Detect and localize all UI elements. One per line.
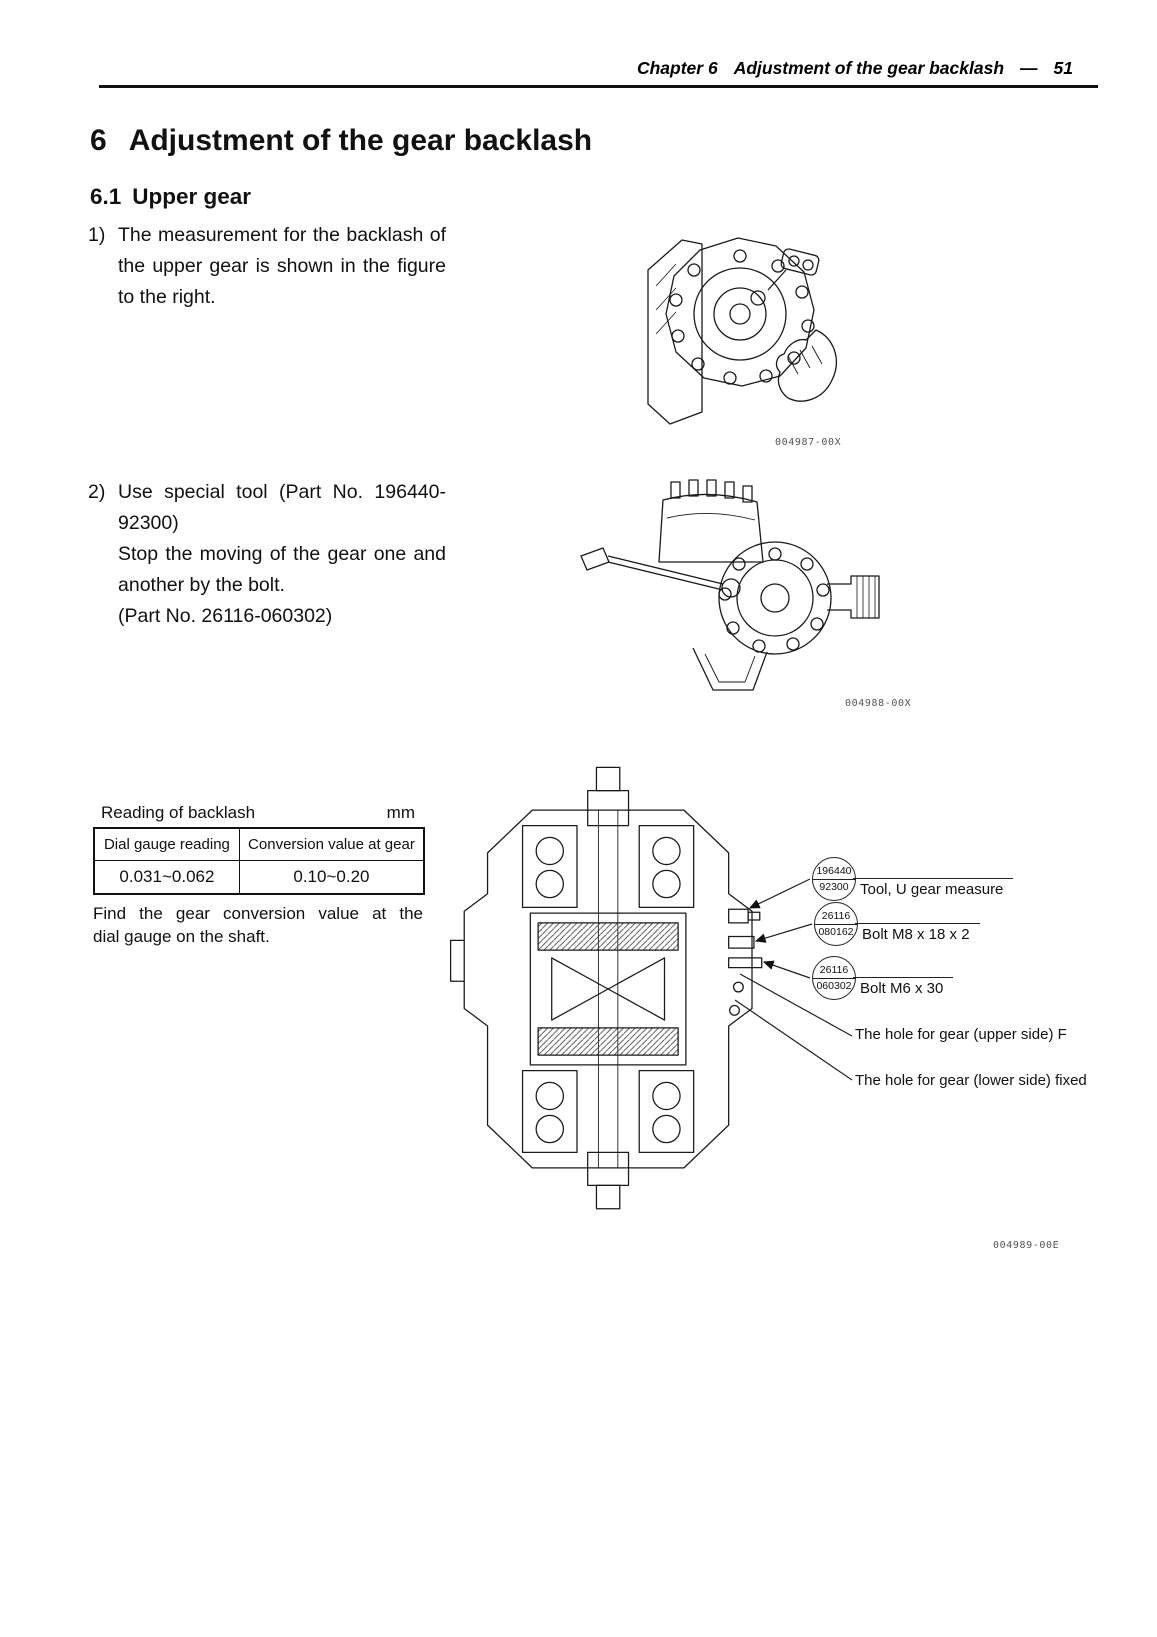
- callout-hole-lower-side: The hole for gear (lower side) fixed: [855, 1072, 1087, 1089]
- figure-2-code: 004988-00X: [845, 698, 912, 709]
- step-2: 2) Use special tool (Part No. 196440- 92…: [88, 477, 446, 632]
- callout-bolt-m8: 26116 080162 Bolt M8 x 18 x 2: [814, 902, 980, 946]
- backlash-table: Dial gauge reading Conversion value at g…: [93, 827, 425, 895]
- running-head-separator: —: [1020, 58, 1038, 78]
- dial-gauge-value: 0.031~0.062: [93, 860, 240, 895]
- table-header-conversion: Conversion value at gear: [238, 827, 425, 861]
- figure-1-code: 004987-00X: [775, 437, 842, 448]
- page-number: 51: [1053, 58, 1073, 78]
- gear-case-dial-gauge-drawing: [647, 237, 837, 425]
- callout-label: Bolt M8 x 18 x 2: [862, 926, 970, 943]
- section-number: 6.1: [90, 184, 122, 209]
- callout-label: Bolt M6 x 30: [860, 980, 944, 997]
- callout-label-wrap: Bolt M8 x 18 x 2: [855, 923, 980, 944]
- running-head-chapter: Chapter 6: [636, 58, 718, 78]
- table-header-dial-gauge: Dial gauge reading: [93, 827, 240, 861]
- step-1-text: The measurement for the backlash of the …: [118, 224, 446, 308]
- table-unit: mm: [386, 803, 415, 822]
- step-2-text: Use special tool (Part No. 196440- 92300…: [118, 481, 446, 627]
- backlash-table-block: Reading of backlash mm Dial gauge readin…: [93, 803, 425, 948]
- part-number-balloon: 26116 080162: [814, 902, 858, 946]
- table-caption: Reading of backlash: [101, 803, 256, 822]
- chapter-title-text: Adjustment of the gear backlash: [128, 124, 593, 157]
- figure-gear-cross-section: [437, 763, 787, 1220]
- callout-label-wrap: Tool, U gear measure: [853, 878, 1014, 899]
- gear-cross-section-drawing: [449, 766, 763, 1210]
- part-number-balloon: 26116 060302: [812, 956, 856, 1000]
- figure-3-code: 004989-00E: [993, 1240, 1060, 1251]
- chapter-number: 6: [90, 124, 107, 157]
- table-note: Find the gear conversion value at the di…: [93, 904, 423, 946]
- section-title-text: Upper gear: [132, 184, 252, 209]
- running-head: Chapter 6 Adjustment of the gear backlas…: [637, 58, 1073, 79]
- callout-label-wrap: Bolt M6 x 30: [853, 977, 954, 998]
- header-rule: [99, 85, 1098, 88]
- callout-label: Tool, U gear measure: [860, 881, 1004, 898]
- conversion-value: 0.10~0.20: [238, 860, 425, 895]
- step-1: 1) The measurement for the backlash of t…: [88, 220, 446, 313]
- chapter-title: 6 Adjustment of the gear backlash: [90, 124, 592, 158]
- figure-backlash-measurement: [618, 226, 845, 436]
- callout-tool-u-gear-measure: 196440 92300 Tool, U gear measure: [812, 857, 1014, 901]
- step-1-marker: 1): [88, 224, 106, 246]
- callout-hole-upper-side: The hole for gear (upper side) F: [855, 1026, 1067, 1043]
- table-caption-row: Reading of backlash mm: [93, 803, 425, 823]
- table-row: 0.031~0.062 0.10~0.20: [93, 860, 425, 895]
- callout-bolt-m6: 26116 060302 Bolt M6 x 30: [812, 956, 954, 1000]
- section-title: 6.1 Upper gear: [90, 184, 251, 210]
- gear-case-tool-drawing: [580, 479, 880, 691]
- step-2-marker: 2): [88, 481, 106, 503]
- part-number-balloon: 196440 92300: [812, 857, 856, 901]
- running-head-title: Adjustment of the gear backlash: [733, 58, 1005, 78]
- figure-special-tool: [575, 478, 883, 697]
